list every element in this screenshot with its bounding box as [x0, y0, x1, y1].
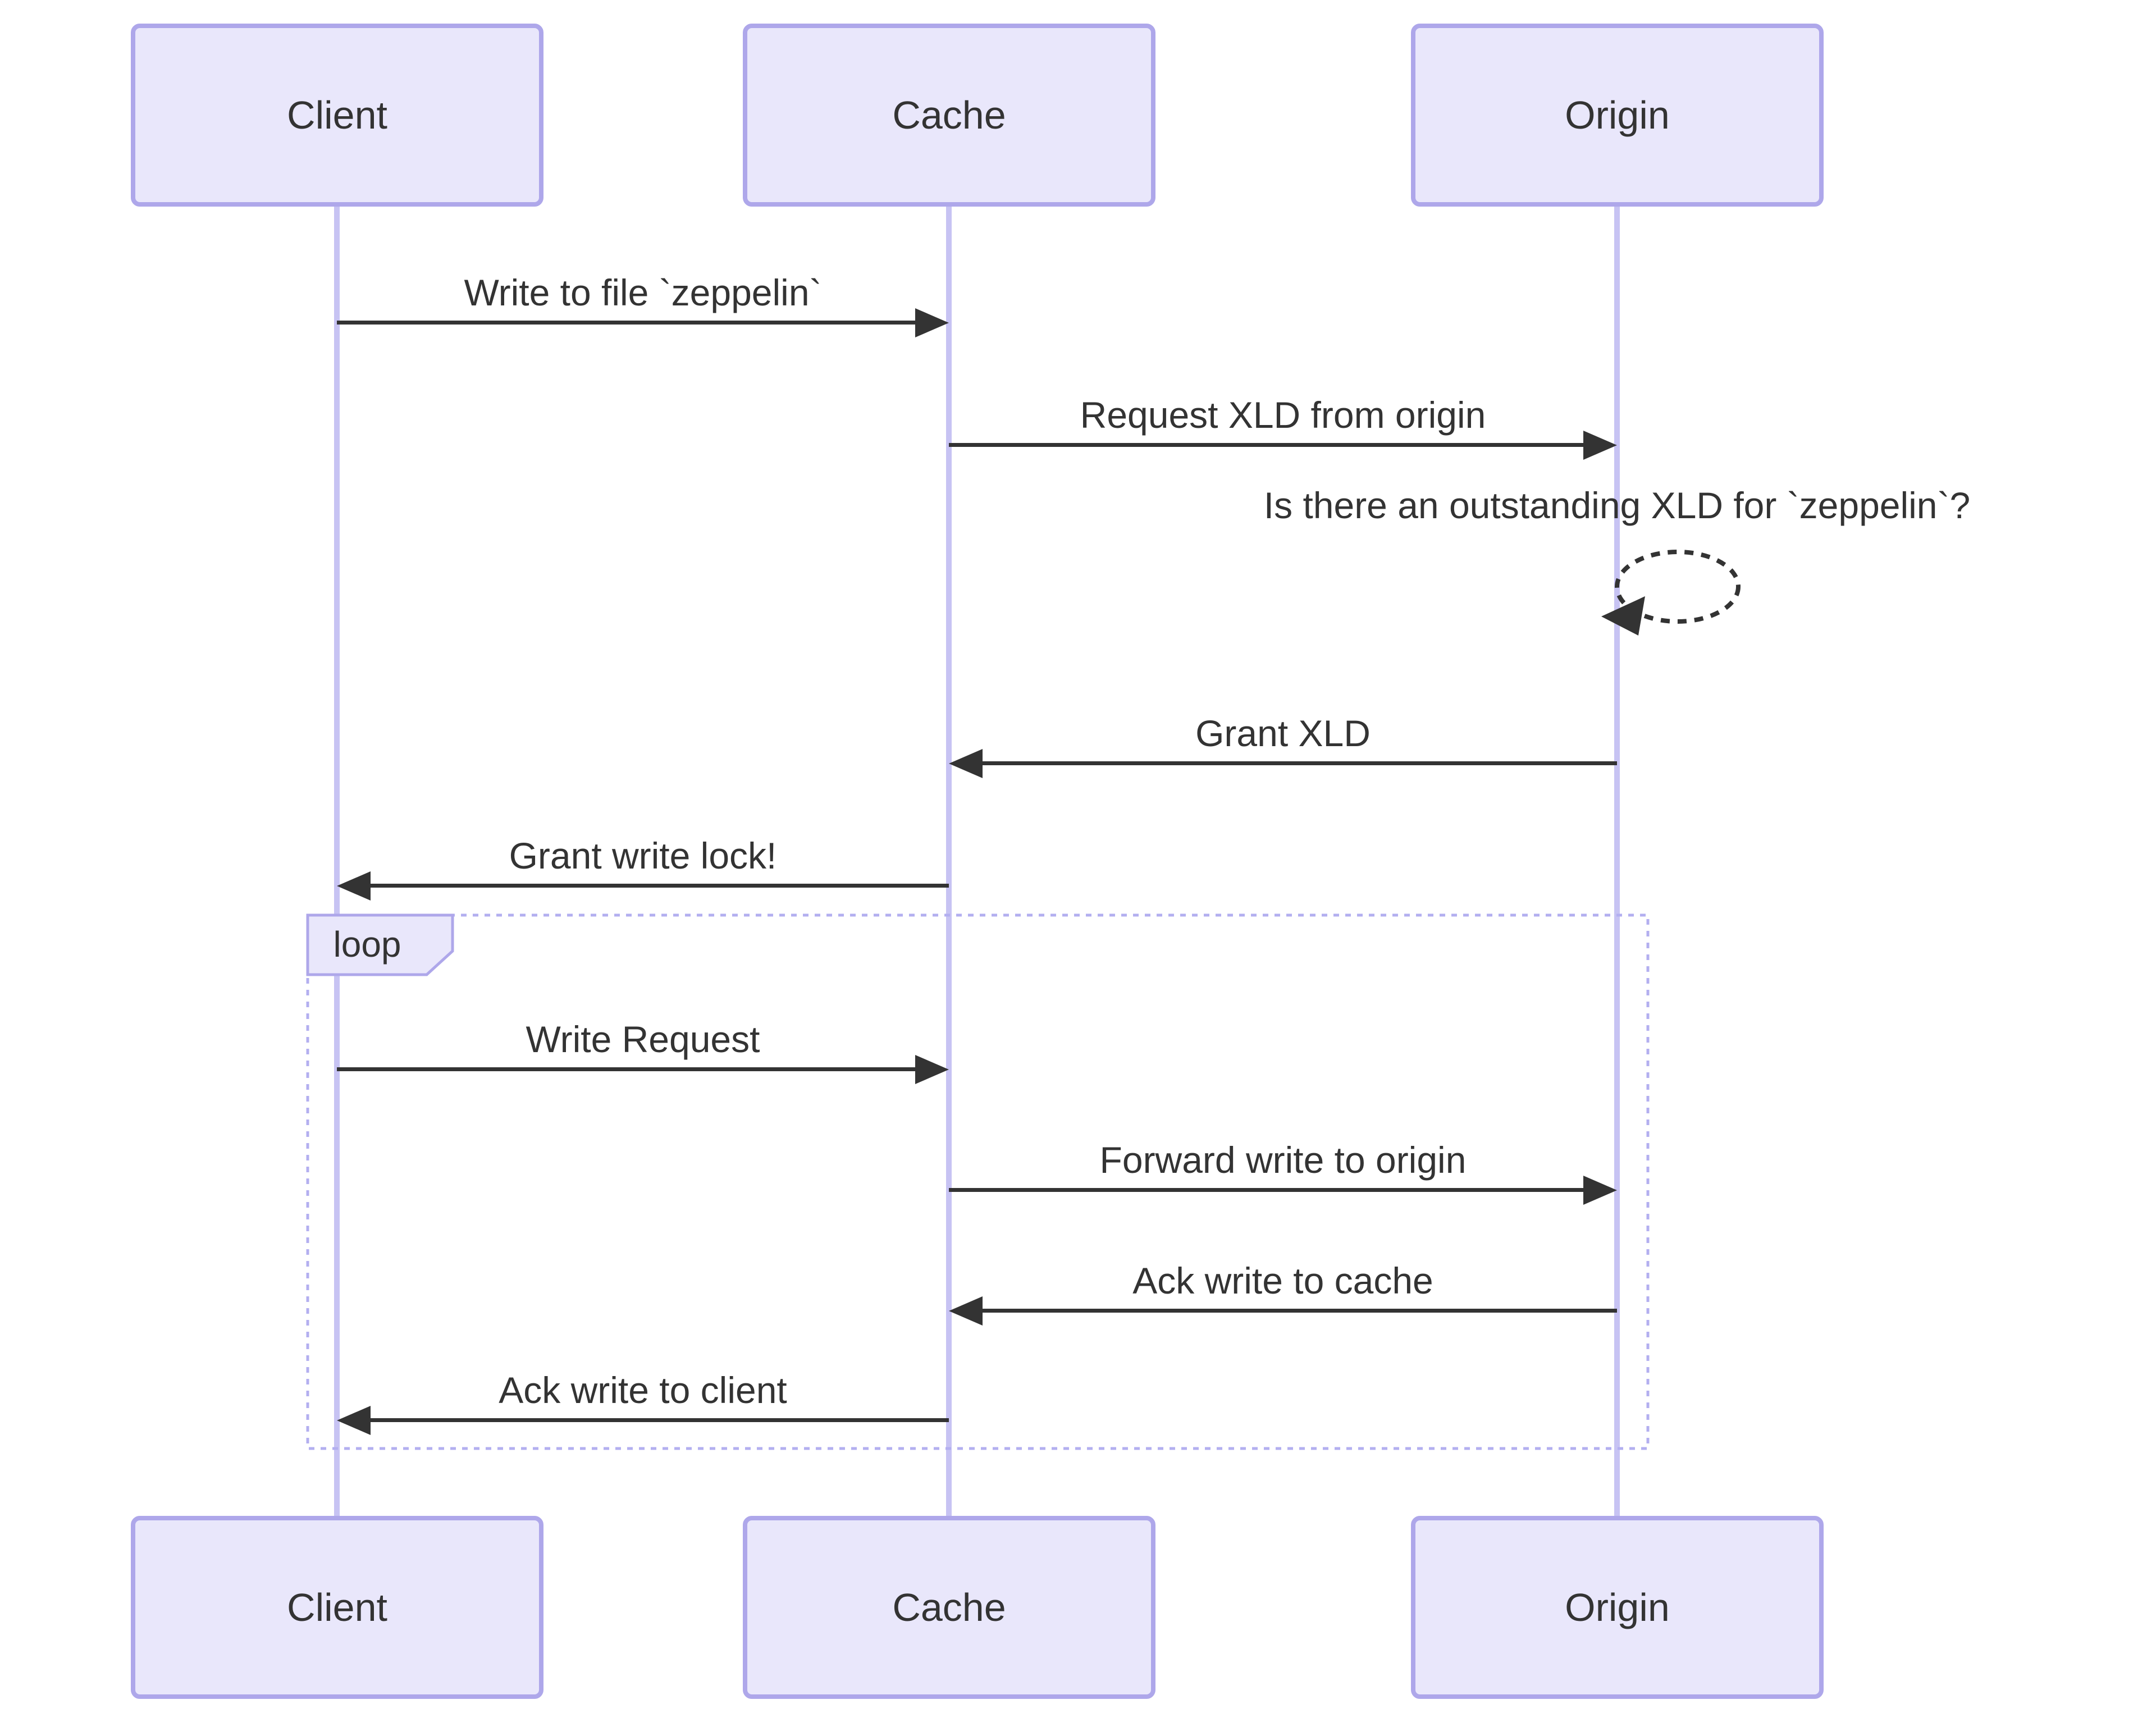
arrow-line — [366, 1418, 949, 1422]
message-label: Write to file `zeppelin` — [464, 272, 822, 313]
message-label: Grant write lock! — [509, 835, 777, 876]
arrowhead-left-icon — [337, 871, 371, 901]
actor-bottom-client: Client — [131, 1516, 543, 1699]
arrow-line — [366, 884, 949, 888]
actor-top-origin: Origin — [1411, 24, 1824, 207]
arrow-line — [949, 1188, 1588, 1192]
lifeline-client — [334, 207, 340, 1516]
self-loop-arrowhead-icon — [1601, 596, 1645, 636]
actor-label: Client — [287, 93, 387, 137]
arrow-line — [978, 1309, 1617, 1313]
message-label: Write Request — [526, 1018, 760, 1060]
actor-bottom-origin: Origin — [1411, 1516, 1824, 1699]
message-ack-write-cache: Ack write to cache — [949, 1259, 1617, 1326]
message-grant-write-lock: Grant write lock! — [337, 834, 949, 901]
arrow-line — [949, 443, 1588, 447]
arrowhead-right-icon — [1583, 431, 1617, 460]
message-forward-write: Forward write to origin — [949, 1139, 1617, 1205]
arrowhead-left-icon — [337, 1406, 371, 1435]
arrow-line — [337, 321, 920, 325]
message-label: Ack write to client — [499, 1369, 787, 1411]
actor-bottom-cache: Cache — [743, 1516, 1155, 1699]
message-label: Is there an outstanding XLD for `zeppeli… — [1263, 485, 1971, 526]
actor-label: Client — [287, 1585, 387, 1629]
lifeline-cache — [946, 207, 952, 1516]
message-label: Forward write to origin — [1099, 1139, 1467, 1181]
self-loop-arc — [1615, 550, 1741, 624]
arrowhead-left-icon — [949, 749, 983, 778]
lifeline-origin — [1614, 207, 1620, 1516]
message-label: Grant XLD — [1195, 712, 1371, 754]
arrowhead-left-icon — [949, 1296, 983, 1326]
message-grant-xld: Grant XLD — [949, 712, 1617, 778]
message-label: Request XLD from origin — [1080, 394, 1486, 436]
arrow-line — [978, 761, 1617, 765]
arrowhead-right-icon — [915, 308, 949, 337]
actor-top-cache: Cache — [743, 24, 1155, 207]
arrow-line — [337, 1067, 920, 1071]
message-label: Ack write to cache — [1132, 1260, 1433, 1301]
message-request-xld: Request XLD from origin — [949, 394, 1617, 460]
message-write-to-file: Write to file `zeppelin` — [337, 271, 949, 337]
loop-label: loop — [333, 924, 401, 965]
actor-label: Cache — [892, 1585, 1006, 1629]
arrowhead-right-icon — [915, 1055, 949, 1084]
message-write-request: Write Request — [337, 1018, 949, 1084]
arrowhead-right-icon — [1583, 1176, 1617, 1205]
message-self-outstanding-xld: Is there an outstanding XLD for `zeppeli… — [1112, 484, 2122, 527]
actor-label: Origin — [1565, 93, 1670, 137]
loop-frame — [306, 913, 1650, 1450]
actor-top-client: Client — [131, 24, 543, 207]
message-ack-write-client: Ack write to client — [337, 1369, 949, 1435]
loop-label-shape — [306, 913, 454, 976]
actor-label: Cache — [892, 93, 1006, 137]
actor-label: Origin — [1565, 1585, 1670, 1629]
